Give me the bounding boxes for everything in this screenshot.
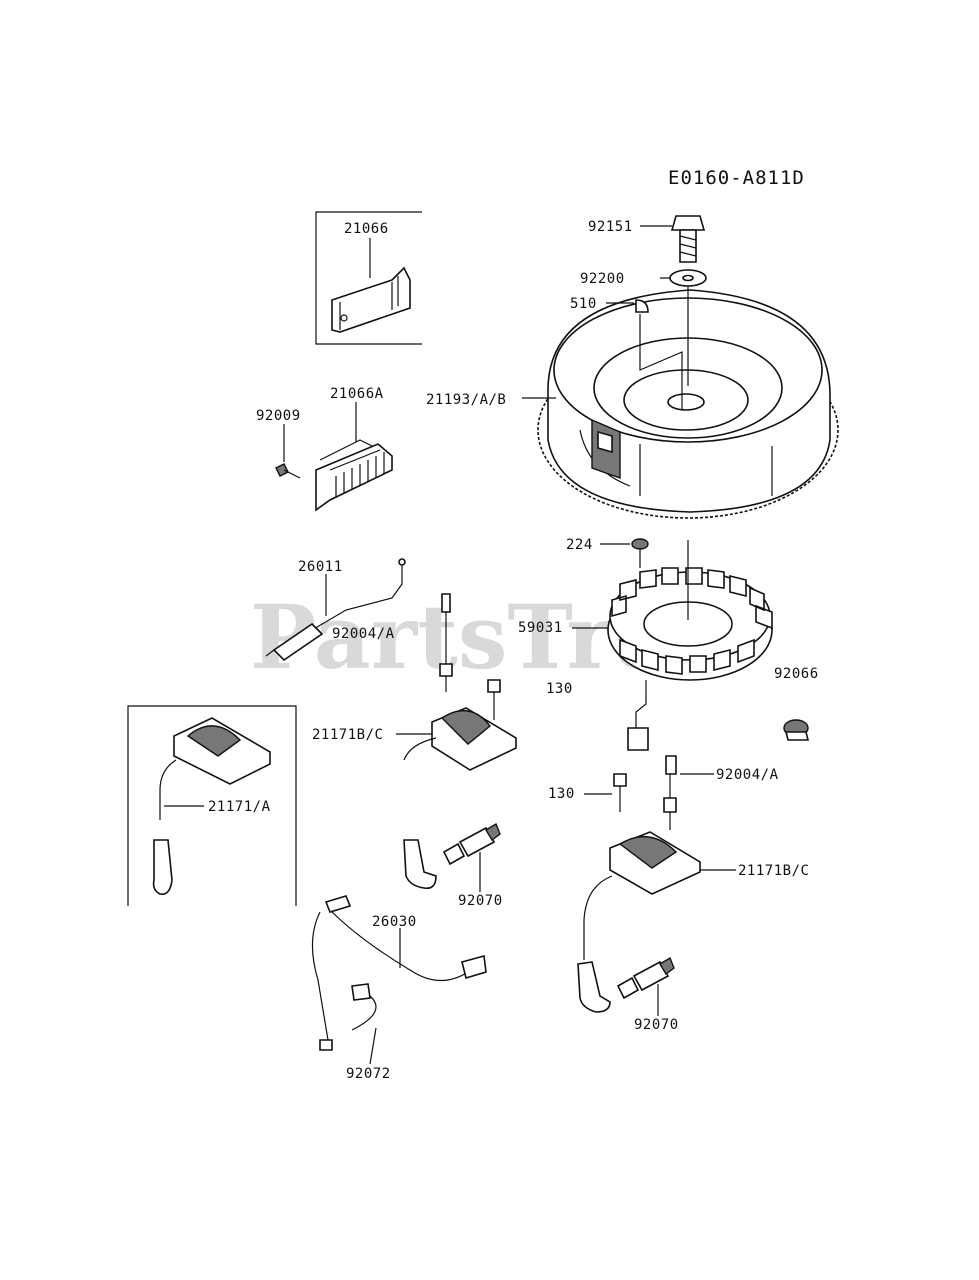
- part-21171a-coil[interactable]: [152, 717, 271, 896]
- label-92004a-left: 92004/A: [332, 626, 395, 642]
- label-130-top: 130: [546, 681, 573, 697]
- label-92200: 92200: [580, 271, 625, 287]
- label-510: 510: [570, 296, 597, 312]
- label-21171bc-right: 21171B/C: [738, 863, 809, 879]
- label-130-bottom: 130: [548, 786, 575, 802]
- part-21066a-regulator[interactable]: [315, 439, 393, 512]
- diagram-code: E0160-A811D: [668, 167, 805, 189]
- label-26011: 26011: [298, 559, 343, 575]
- label-21066a: 21066A: [330, 386, 384, 402]
- label-21193: 21193/A/B: [426, 392, 506, 408]
- label-21171bc-left: 21171B/C: [312, 727, 383, 743]
- label-26030: 26030: [372, 914, 417, 930]
- part-59031-stator[interactable]: [607, 567, 773, 681]
- part-bolt-coil-left[interactable]: [487, 679, 501, 720]
- part-92200-washer[interactable]: [669, 269, 707, 287]
- label-92070-right: 92070: [634, 1017, 679, 1033]
- part-92070-spark-plug-right[interactable]: [616, 956, 675, 1000]
- label-92070-left: 92070: [458, 893, 503, 909]
- label-21171a: 21171/A: [208, 799, 271, 815]
- label-59031: 59031: [518, 620, 563, 636]
- label-92009: 92009: [256, 408, 301, 424]
- part-21066-bracket[interactable]: [331, 266, 411, 333]
- part-510-key[interactable]: [635, 299, 649, 313]
- part-130-connector[interactable]: [627, 680, 649, 751]
- part-92009-bolt[interactable]: [275, 463, 301, 479]
- label-21066: 21066: [344, 221, 389, 237]
- part-spark-plug-cap[interactable]: [403, 839, 437, 890]
- part-224-screw[interactable]: [631, 538, 649, 568]
- part-21171bc-coil-right[interactable]: [577, 831, 701, 1013]
- box-21171a: [127, 705, 297, 906]
- part-92066-plug[interactable]: [783, 719, 810, 741]
- label-92066: 92066: [774, 666, 819, 682]
- label-92004a-right: 92004/A: [716, 767, 779, 783]
- part-26030-wire-harness[interactable]: [311, 895, 487, 1051]
- part-92004a-stud-left[interactable]: [439, 593, 453, 692]
- box-21066: [315, 211, 422, 345]
- part-130-bolt[interactable]: [613, 773, 627, 812]
- part-21171bc-coil-left[interactable]: [403, 707, 517, 771]
- part-92072-boot[interactable]: [351, 983, 377, 1031]
- part-92070-spark-plug-left[interactable]: [442, 822, 501, 866]
- label-92072: 92072: [346, 1066, 391, 1082]
- label-224: 224: [566, 537, 593, 553]
- part-92004a-stud-right[interactable]: [663, 755, 677, 830]
- part-92151-bolt[interactable]: [670, 215, 706, 263]
- part-26011-wire[interactable]: [265, 558, 406, 662]
- label-92151: 92151: [588, 219, 633, 235]
